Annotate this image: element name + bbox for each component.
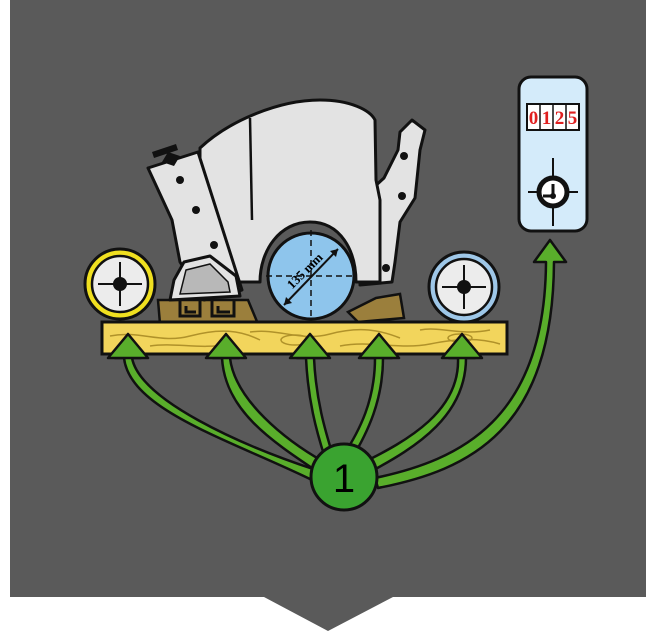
dimension-arrowhead-top bbox=[330, 249, 338, 257]
arrowheads bbox=[106, 332, 484, 360]
bolt bbox=[382, 264, 390, 272]
bolt bbox=[176, 176, 184, 184]
dial-gauge-icon bbox=[427, 250, 501, 324]
foot-assembly bbox=[168, 254, 242, 318]
foot-mount-right bbox=[210, 300, 236, 318]
dial-gauge-icon bbox=[83, 247, 157, 321]
right-bracket bbox=[345, 292, 406, 324]
counter-digit: 2 bbox=[555, 108, 565, 129]
callout-marker-icon: 1 bbox=[309, 442, 379, 512]
bolt bbox=[210, 241, 218, 249]
dimension-arrowhead-bottom bbox=[284, 297, 292, 305]
machine-housing bbox=[198, 98, 427, 287]
left-bracket bbox=[156, 298, 260, 326]
counter-digit: 0 bbox=[529, 108, 539, 129]
counter-digit: 5 bbox=[568, 108, 578, 129]
diameter-dimension-line bbox=[283, 248, 339, 306]
bolt bbox=[192, 206, 200, 214]
counter-digit: 1 bbox=[542, 108, 552, 129]
cutter-disc-icon: 135 mm bbox=[266, 230, 356, 322]
foot-shoe-inner bbox=[179, 263, 231, 295]
housing-seam bbox=[248, 117, 254, 221]
clamp-handle-icon bbox=[152, 144, 180, 166]
bolt bbox=[398, 192, 406, 200]
counter-icon: 0 1 2 5 bbox=[517, 75, 589, 233]
callout-circle bbox=[309, 442, 379, 512]
main-housing bbox=[198, 98, 382, 284]
callout-number: 1 bbox=[333, 457, 355, 501]
bolt bbox=[400, 152, 408, 160]
foot-mount-left bbox=[178, 300, 202, 318]
arrow-to-counter bbox=[373, 238, 568, 490]
